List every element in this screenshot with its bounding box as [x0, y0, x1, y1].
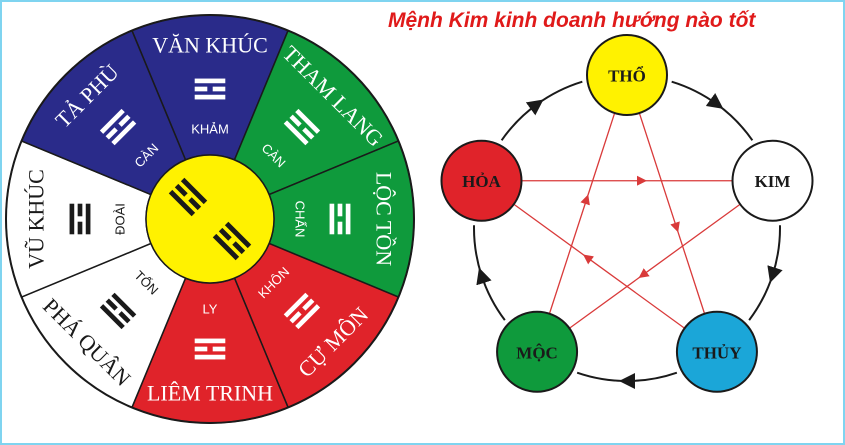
trigram-icon	[194, 78, 226, 100]
controlling-arrow	[548, 112, 616, 314]
element-label: HỎA	[462, 172, 501, 191]
page-title: Mệnh Kim kinh doanh hướng nào tốt	[388, 9, 756, 32]
generating-arrow	[671, 80, 754, 141]
element-node-tho: THỔ	[586, 34, 668, 116]
element-node-hoa: HỎA	[440, 139, 523, 222]
trigram-icon	[69, 203, 91, 235]
element-label: THỔ	[608, 66, 646, 86]
element-node-moc: MỘC	[496, 310, 579, 393]
element-label: KIM	[755, 172, 791, 191]
trigram-icon	[194, 338, 226, 360]
generating-arrow	[576, 371, 678, 389]
star-label: VĂN KHÚC	[152, 33, 268, 58]
controlling-arrow	[569, 203, 741, 329]
generating-arrow	[500, 80, 583, 141]
trigram-icon	[283, 108, 321, 146]
trigram-label: LY	[203, 302, 218, 317]
controlling-arrow	[513, 203, 685, 329]
trigram-label: KHẢM	[191, 122, 229, 137]
trigram-icon	[329, 203, 351, 235]
trigram-icon	[212, 221, 252, 261]
element-node-thuy: THỦY	[675, 310, 758, 393]
element-label: THỦY	[692, 343, 741, 362]
trigram-icon	[168, 177, 208, 217]
element-label: MỘC	[516, 343, 558, 362]
trigram-icon	[99, 108, 137, 146]
element-node-kim: KIM	[731, 139, 814, 222]
controlling-arrow	[638, 112, 706, 314]
generating-arrow	[473, 225, 506, 321]
wheel-outer-ring	[5, 14, 415, 424]
star-label: LỘC TỒN	[372, 172, 397, 266]
generating-arrow	[748, 225, 783, 321]
trigram-icon	[283, 292, 321, 330]
trigram-icon	[99, 292, 137, 330]
trigram-label: ĐOÀI	[113, 203, 128, 235]
trigram-label: CHẤN	[293, 201, 308, 238]
star-label: LIÊM TRINH	[147, 381, 273, 406]
star-label: VŨ KHÚC	[24, 169, 49, 269]
